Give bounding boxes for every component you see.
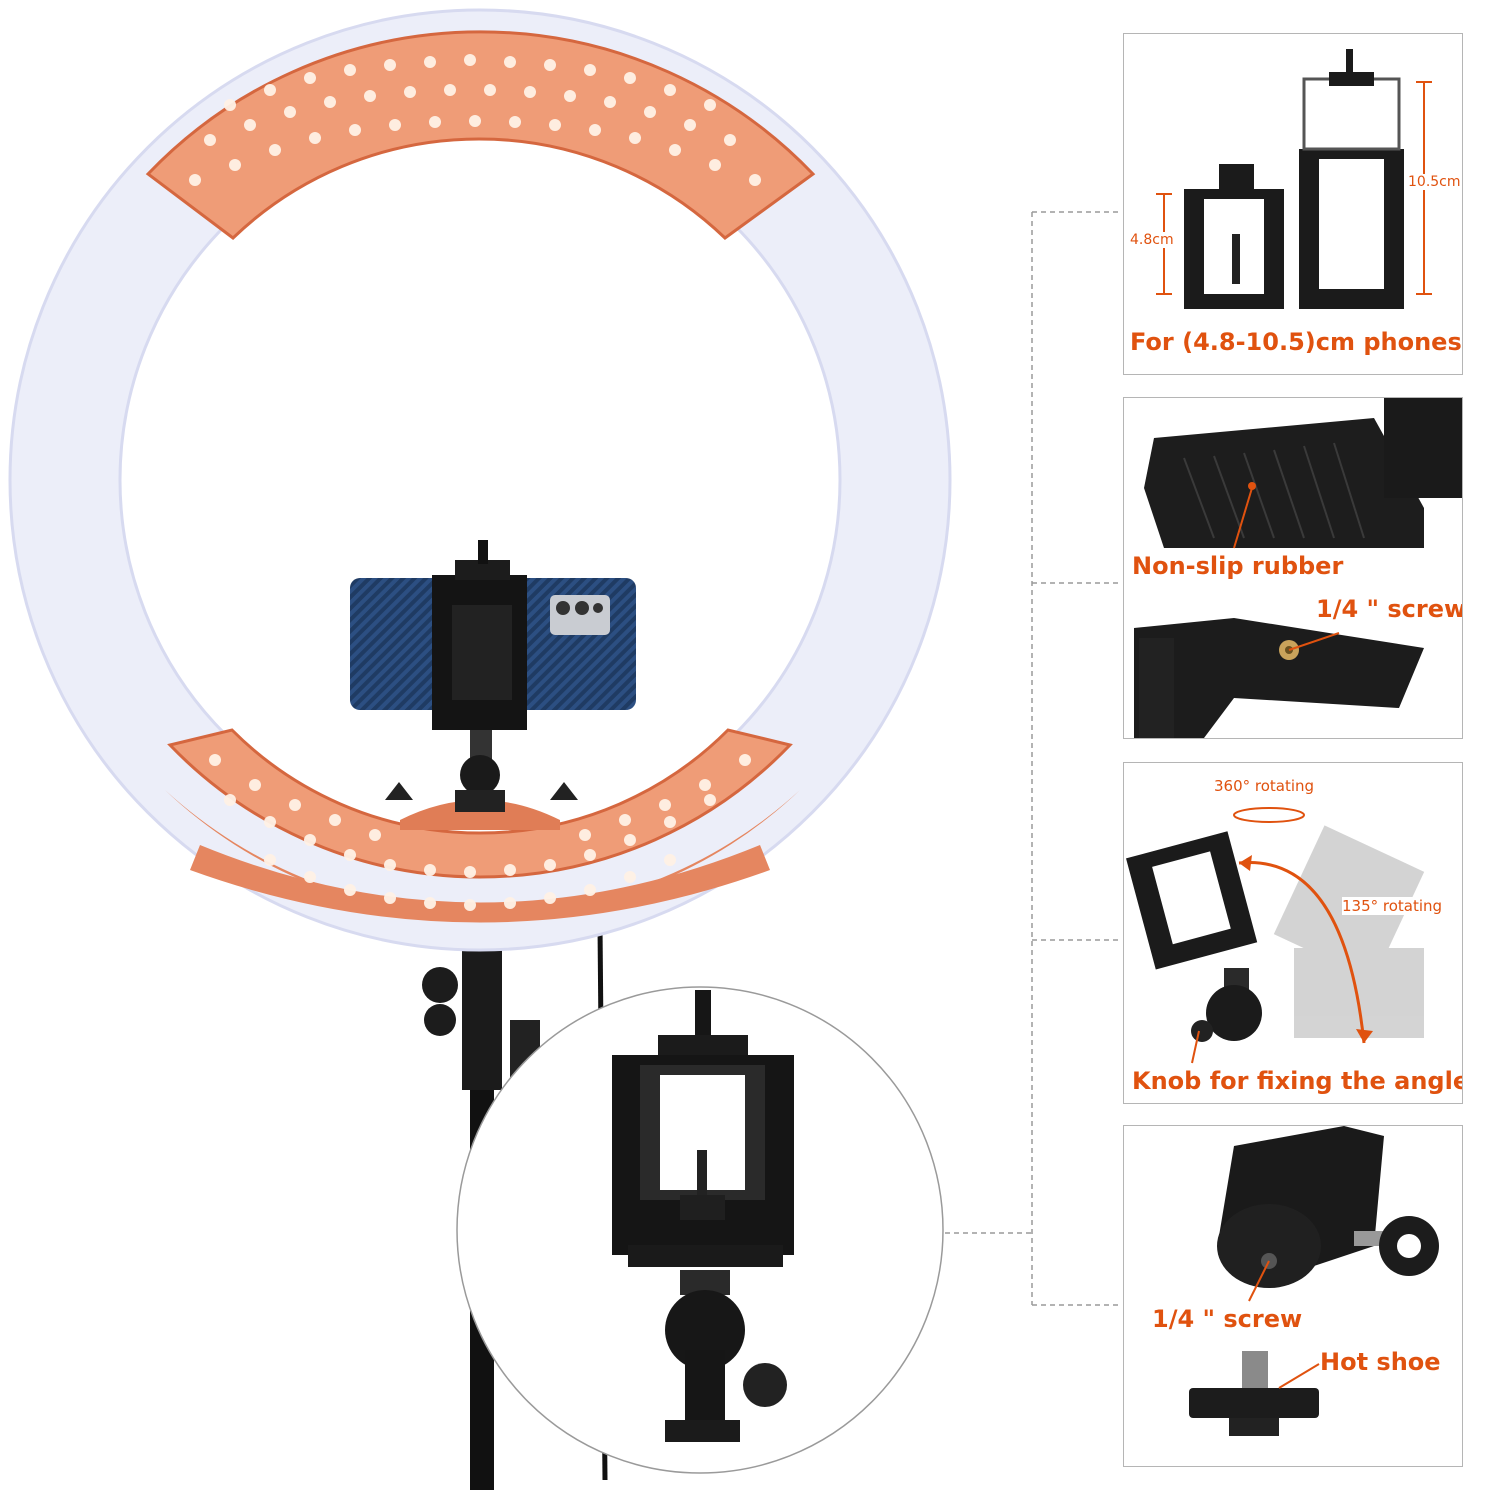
phone-size-caption: For (4.8-10.5)cm phones xyxy=(1130,328,1462,356)
warm-led-dots-top xyxy=(189,54,761,186)
ring-light xyxy=(8,8,952,952)
rubber-screw-illustration xyxy=(1134,398,1462,738)
knob-label: Knob for fixing the angle xyxy=(1132,1067,1463,1095)
rubber-screw-panel: Non-slip rubber 1/4 " screw xyxy=(1123,397,1463,739)
hot-shoe-illustration xyxy=(1189,1126,1439,1436)
non-slip-rubber-label: Non-slip rubber xyxy=(1132,552,1344,580)
mounted-phone xyxy=(350,540,636,812)
rotation-illustration xyxy=(1126,807,1425,1064)
warm-led-dots-bottom xyxy=(209,754,751,911)
rotation-panel: 360° rotating 135° rotating Knob for fix… xyxy=(1123,762,1463,1104)
screw-label-bottom: 1/4 " screw xyxy=(1152,1305,1303,1333)
phone-size-panel: 4.8cm 10.5cm For (4.8-10.5)cm phones xyxy=(1123,33,1463,375)
rotate-360-label: 360° rotating xyxy=(1214,777,1315,795)
holder-detail-circle xyxy=(456,986,944,1474)
large-height-label: 10.5cm xyxy=(1408,174,1461,190)
rotate-135-label: 135° rotating xyxy=(1342,897,1443,915)
hot-shoe-label: Hot shoe xyxy=(1320,1348,1441,1376)
clamp-size-illustration xyxy=(1156,49,1432,309)
screw-label-top: 1/4 " screw xyxy=(1316,595,1463,623)
connector-lines xyxy=(945,211,1120,1306)
small-height-label: 4.8cm xyxy=(1130,232,1174,248)
hot-shoe-panel: 1/4 " screw Hot shoe xyxy=(1123,1125,1463,1467)
